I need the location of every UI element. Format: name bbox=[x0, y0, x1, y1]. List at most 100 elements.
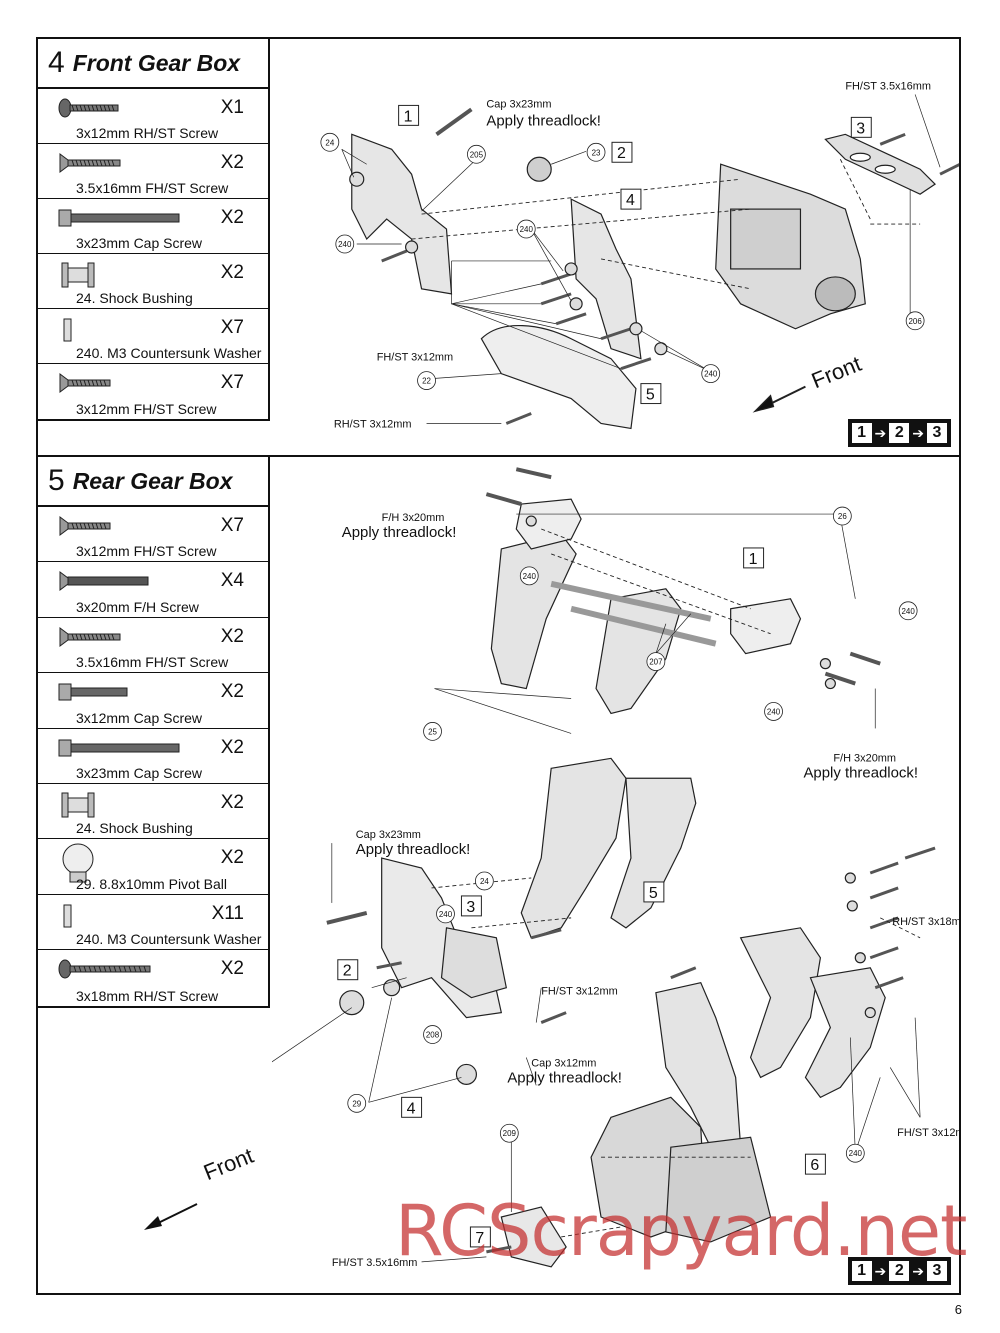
cap-screw-top bbox=[435, 107, 473, 136]
arrow-right-icon: ➔ bbox=[912, 1262, 924, 1279]
callout-fh-st-35: FH/ST 3.5x16mm bbox=[332, 1257, 418, 1269]
part-quantity: X2 bbox=[220, 958, 244, 980]
fh-screw-icon bbox=[59, 571, 149, 592]
part-ref-240-b: 240 bbox=[901, 607, 915, 616]
rear-arm-left bbox=[490, 533, 577, 690]
fh-st-screw-icon bbox=[59, 153, 121, 173]
part-label: 24. Shock Bushing bbox=[76, 290, 193, 306]
part-ref-206: 206 bbox=[908, 317, 922, 326]
front-label: Front bbox=[808, 351, 865, 393]
fh-st-screw-icon bbox=[59, 516, 111, 536]
parts-row: X2 29. 8.8x10mm Pivot Ball bbox=[38, 839, 268, 895]
parts-row: X7 240. M3 Countersunk Washer bbox=[38, 309, 268, 364]
callout-fh-st-mid: FH/ST 3x12mm bbox=[377, 352, 454, 364]
watermark: RCScrapyard.net bbox=[395, 1190, 967, 1272]
part-ref-240-e: 240 bbox=[849, 1149, 863, 1158]
parts-row: X11 240. M3 Countersunk Washer bbox=[38, 894, 268, 951]
callout-cap-screw: Cap 3x23mm bbox=[486, 98, 551, 110]
parts-row: X4 3x20mm F/H Screw bbox=[38, 562, 268, 618]
rear-gear-box-parts-list: 5 Rear Gear Box X7 3x12mm FH/ST Screw X4… bbox=[38, 457, 270, 1008]
sequence-step: 1 bbox=[851, 1261, 872, 1281]
part-ref-209: 209 bbox=[503, 1129, 517, 1138]
screw-top-brace-1 bbox=[879, 132, 906, 146]
section-title: Rear Gear Box bbox=[72, 467, 233, 494]
parts-row: X2 3.5x16mm FH/ST Screw bbox=[38, 144, 268, 199]
part-quantity: X2 bbox=[220, 736, 244, 758]
part-label: 3x12mm FH/ST Screw bbox=[76, 543, 217, 560]
part-label: 3.5x16mm FH/ST Screw bbox=[76, 180, 229, 196]
sequence-step: 3 bbox=[927, 1261, 947, 1281]
parts-row: X2 24. Shock Bushing bbox=[38, 254, 268, 309]
step-box-4: 4 bbox=[626, 192, 635, 209]
part-ref-240-c: 240 bbox=[767, 707, 781, 716]
callout-threadlock-top: Apply threadlock! bbox=[342, 524, 457, 541]
screw-front-4 bbox=[600, 327, 632, 341]
rear-gear-box-header: 5 Rear Gear Box bbox=[38, 457, 268, 507]
part-ref-26: 26 bbox=[838, 512, 847, 521]
part-ref-240-a: 240 bbox=[338, 240, 352, 249]
sequence-indicator: 1 ➔ 2 ➔ 3 bbox=[847, 1257, 951, 1285]
rear-gear-box-illustration: 1 2 3 4 5 6 7 26 240 240 bbox=[272, 467, 959, 1269]
part-quantity: X11 bbox=[211, 902, 244, 924]
page-number: 6 bbox=[954, 1302, 962, 1317]
cap-screw-icon bbox=[58, 683, 128, 701]
part-label: 3x23mm Cap Screw bbox=[76, 764, 203, 781]
part-quantity: X7 bbox=[220, 515, 244, 536]
sequence-step: 3 bbox=[927, 423, 947, 443]
shock-tower-plate bbox=[351, 133, 453, 295]
part-label: 24. Shock Bushing bbox=[76, 820, 193, 837]
washer-icon bbox=[63, 318, 72, 342]
callout-rh-st-18: RH/ST 3x18mm bbox=[892, 916, 959, 928]
arrow-right-icon: ➔ bbox=[912, 424, 924, 441]
part-ref-240-a: 240 bbox=[523, 572, 537, 581]
part-quantity: X1 bbox=[220, 97, 244, 118]
front-gear-box-illustration: 1 2 3 4 5 24 205 23 240 2 bbox=[320, 80, 959, 430]
rear-assembly-mid bbox=[520, 757, 627, 939]
fh-st-screw-icon bbox=[59, 373, 111, 393]
part-ref-205: 205 bbox=[470, 150, 484, 159]
step-box-5: 5 bbox=[646, 387, 655, 404]
part-quantity: X2 bbox=[220, 207, 244, 228]
parts-row: X2 24. Shock Bushing bbox=[38, 783, 268, 840]
part-label: 240. M3 Countersunk Washer bbox=[76, 345, 262, 361]
callout-fh-st-3x12-right: FH/ST 3x12mm bbox=[897, 1127, 959, 1139]
parts-row: X2 3x12mm Cap Screw bbox=[38, 673, 268, 729]
callout-rh-st: RH/ST 3x12mm bbox=[334, 418, 412, 430]
rear-gear-box-section: 5 Rear Gear Box X7 3x12mm FH/ST Screw X4… bbox=[36, 457, 961, 1295]
part-ref-24: 24 bbox=[325, 138, 334, 147]
callout-cap-23: Cap 3x23mm bbox=[356, 829, 421, 841]
pivot-ball-icon bbox=[62, 843, 94, 883]
screw-front-5 bbox=[620, 357, 652, 371]
part-quantity: X7 bbox=[220, 372, 244, 393]
pivot-ball bbox=[526, 156, 552, 182]
parts-row: X2 3x23mm Cap Screw bbox=[38, 728, 268, 784]
part-ref-240-c: 240 bbox=[704, 370, 718, 379]
callout-fh-top: F/H 3x20mm bbox=[382, 512, 445, 524]
step-number: 4 bbox=[48, 46, 65, 79]
step-box-5: 5 bbox=[649, 885, 658, 902]
step-box-3: 3 bbox=[466, 899, 475, 916]
shock-bushing-icon bbox=[61, 792, 95, 818]
rh-st-screw-icon bbox=[58, 959, 151, 979]
gearbox-block bbox=[730, 208, 802, 270]
cap-screw-icon bbox=[58, 739, 180, 757]
rh-st-screw-icon bbox=[58, 98, 119, 118]
sequence-indicator: 1 ➔ 2 ➔ 3 bbox=[847, 419, 951, 447]
callout-threadlock-cap12: Apply threadlock! bbox=[507, 1069, 622, 1086]
callout-fh-mid: F/H 3x20mm bbox=[833, 752, 896, 764]
parts-row: X2 3.5x16mm FH/ST Screw bbox=[38, 617, 268, 674]
part-ref-240-b: 240 bbox=[520, 225, 534, 234]
screw-front-3 bbox=[555, 312, 587, 326]
part-quantity: X2 bbox=[220, 791, 244, 813]
part-label: 3x20mm F/H Screw bbox=[76, 598, 199, 615]
part-quantity: X4 bbox=[220, 570, 244, 592]
parts-row: X7 3x12mm FH/ST Screw bbox=[38, 364, 268, 419]
step-box-6: 6 bbox=[810, 1157, 819, 1174]
part-quantity: X2 bbox=[220, 681, 244, 703]
part-ref-22: 22 bbox=[422, 377, 431, 386]
step-box-2: 2 bbox=[343, 963, 352, 980]
callout-threadlock-cap23: Apply threadlock! bbox=[356, 841, 471, 858]
part-ref-208: 208 bbox=[426, 1031, 440, 1040]
part-quantity: X7 bbox=[220, 317, 244, 338]
callout-threadlock: Apply threadlock! bbox=[486, 112, 601, 129]
